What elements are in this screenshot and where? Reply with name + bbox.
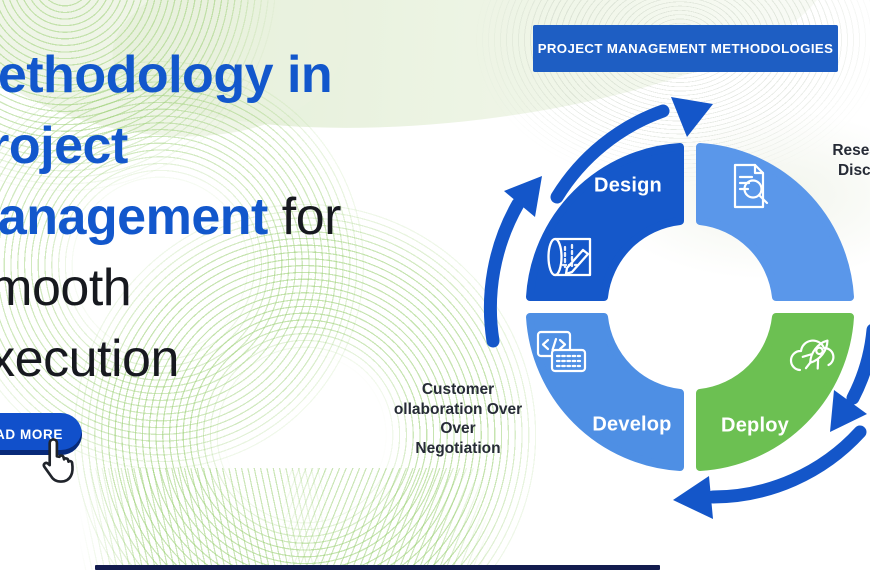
title-line-3: Management for bbox=[0, 182, 515, 253]
customer-collaboration-note: Customer ollaboration Over Over Negotiat… bbox=[370, 380, 546, 458]
customer-note-line: Over bbox=[440, 420, 476, 437]
hand-cursor-icon bbox=[42, 438, 74, 483]
read-more-label: READ MORE bbox=[0, 426, 63, 442]
develop-quadrant-label: Develop bbox=[592, 413, 672, 436]
develop-quadrant bbox=[526, 313, 684, 471]
badge-label: PROJECT MANAGEMENT METHODOLOGIES bbox=[537, 41, 834, 56]
arrowhead-bottom-icon bbox=[673, 476, 713, 519]
customer-note-line: Negotiation bbox=[415, 439, 501, 457]
title-blue-text: Management bbox=[0, 188, 268, 246]
code-keyboard-icon bbox=[536, 330, 587, 373]
title-line-5: Execution bbox=[0, 324, 515, 395]
arrowhead-right-icon bbox=[830, 390, 867, 432]
title-blue-text: Methodology in bbox=[0, 46, 333, 104]
research-quadrant bbox=[696, 143, 854, 301]
research-note-line: Research & bbox=[832, 142, 870, 159]
cycle-arrows bbox=[483, 104, 870, 504]
arrow-top-arc bbox=[550, 104, 670, 204]
cycle-arrowheads bbox=[504, 97, 867, 519]
research-discovery-note: Research & Discovery bbox=[790, 141, 870, 180]
read-more-button[interactable]: READ MORE bbox=[0, 413, 82, 455]
arrowhead-left-icon bbox=[504, 176, 542, 217]
arrow-left-arc bbox=[483, 197, 525, 348]
title-line-2: Project bbox=[0, 111, 515, 182]
design-quadrant bbox=[526, 143, 684, 301]
blueprint-pencil-icon bbox=[547, 237, 592, 277]
title-line-1: Methodology in bbox=[0, 40, 515, 111]
title-line-4: Smooth bbox=[0, 253, 515, 324]
rocket-cloud-icon bbox=[789, 339, 835, 372]
arrowhead-top-icon bbox=[671, 97, 713, 137]
page-title: Methodology in Project Management for Sm… bbox=[0, 40, 515, 395]
customer-note-line: ollaboration Over bbox=[393, 400, 523, 418]
badge-project-management-methodologies: PROJECT MANAGEMENT METHODOLOGIES bbox=[533, 25, 838, 72]
title-blue-text: Project bbox=[0, 117, 128, 175]
line-fan-bottom-right bbox=[280, 468, 490, 570]
arrow-bottom-arc bbox=[706, 425, 867, 504]
arrow-right-arc bbox=[846, 324, 870, 405]
deploy-quadrant-label: Deploy bbox=[721, 414, 789, 437]
bottom-divider-bar bbox=[95, 565, 660, 570]
design-quadrant-label: Design bbox=[594, 174, 662, 197]
deploy-quadrant bbox=[696, 313, 854, 471]
research-note-line: Discovery bbox=[837, 161, 870, 179]
title-dark-text: Execution bbox=[0, 330, 179, 388]
customer-note-line: Customer bbox=[421, 381, 495, 398]
document-magnifier-icon bbox=[733, 163, 769, 209]
title-dark-text: for bbox=[267, 188, 342, 246]
title-dark-text: Smooth bbox=[0, 259, 132, 317]
